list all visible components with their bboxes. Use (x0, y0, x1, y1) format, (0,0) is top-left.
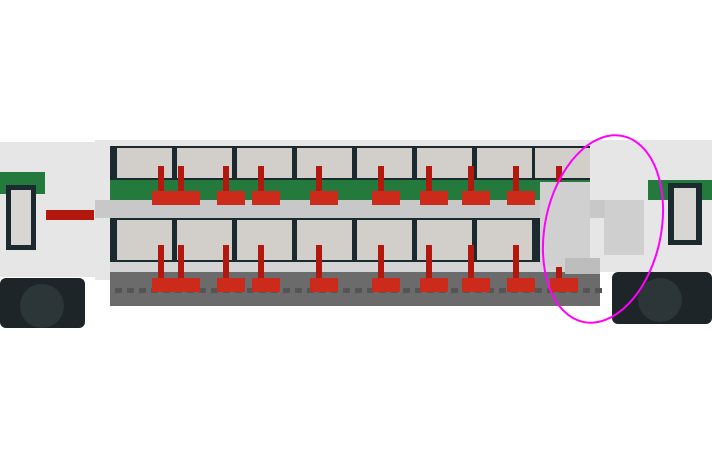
window-pane (357, 148, 412, 178)
seat-back (378, 245, 384, 282)
highlight-ellipse (541, 134, 665, 324)
stud (127, 288, 134, 293)
seat-back (468, 245, 474, 282)
seat-back (178, 245, 184, 282)
window-pane (237, 148, 292, 178)
main-double-deck-car (95, 140, 605, 306)
seat (172, 191, 200, 205)
stud (415, 288, 422, 293)
window-pane (477, 148, 532, 178)
seat (372, 278, 400, 292)
window-pane (417, 148, 472, 178)
stud (403, 288, 410, 293)
window-pane (477, 220, 532, 260)
seat-back (258, 166, 264, 195)
window-pane (417, 220, 472, 260)
right-adjacent-car (588, 140, 712, 324)
stud (115, 288, 122, 293)
seat-back (158, 166, 164, 195)
seat (372, 191, 400, 205)
stud (211, 288, 218, 293)
seat (420, 278, 448, 292)
seat (310, 191, 338, 205)
seat-back (426, 245, 432, 282)
seat-back (468, 166, 474, 195)
seat (217, 278, 245, 292)
left-adjacent-car (0, 142, 112, 328)
seat (172, 278, 200, 292)
wheel-bogie-right (612, 272, 712, 324)
stud (355, 288, 362, 293)
seat (507, 191, 535, 205)
stud (487, 288, 494, 293)
upper-deck-seats (152, 166, 578, 205)
stud (367, 288, 374, 293)
lower-deck-seats (152, 245, 578, 292)
window-pane (237, 220, 292, 260)
seat (310, 278, 338, 292)
seat-back (513, 245, 519, 282)
stud (535, 288, 542, 293)
seat (420, 191, 448, 205)
seat-back (426, 166, 432, 195)
seat (217, 191, 245, 205)
stud (583, 288, 590, 293)
stud (499, 288, 506, 293)
upper-windows (117, 148, 590, 178)
seat-back (316, 166, 322, 195)
stud (595, 288, 602, 293)
stairwell (540, 182, 590, 267)
window-pane (177, 148, 232, 178)
seat-back (178, 166, 184, 195)
seat (462, 191, 490, 205)
seat-back (316, 245, 322, 282)
wheel-bogie-left (0, 278, 85, 328)
seat-back (158, 245, 164, 282)
window-pane (297, 148, 352, 178)
stud (139, 288, 146, 293)
window-pane (357, 220, 412, 260)
window-pane (177, 220, 232, 260)
stud (247, 288, 254, 293)
stud (451, 288, 458, 293)
seat-back (223, 166, 229, 195)
stud (343, 288, 350, 293)
stud (199, 288, 206, 293)
stud (283, 288, 290, 293)
seat (507, 278, 535, 292)
seat-back (223, 245, 229, 282)
stud (295, 288, 302, 293)
seat (462, 278, 490, 292)
seat-back (258, 245, 264, 282)
seat (550, 278, 578, 292)
seat-back (513, 166, 519, 195)
window-pane (297, 220, 352, 260)
seat (252, 278, 280, 292)
seat (252, 191, 280, 205)
seat-back (378, 166, 384, 195)
